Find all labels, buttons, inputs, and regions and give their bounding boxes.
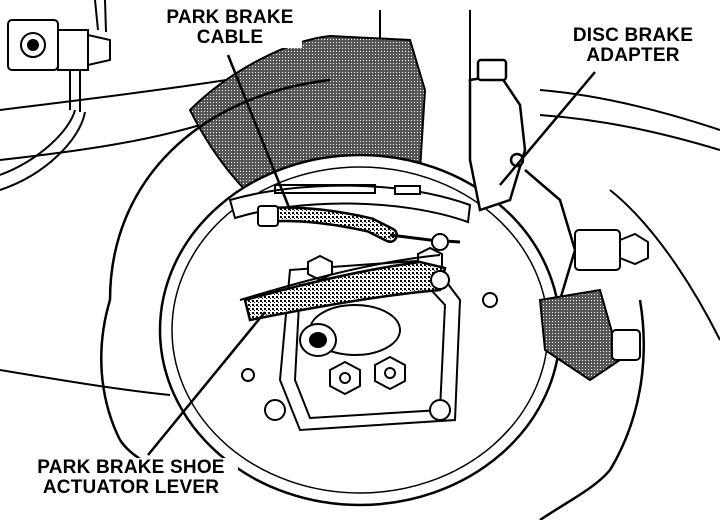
leader-lines xyxy=(147,54,596,456)
axle-stub xyxy=(299,304,401,357)
label-disc-brake-adapter-line1: DISC BRAKE xyxy=(572,25,694,46)
lower-anchor xyxy=(241,292,498,421)
rotor xyxy=(100,78,645,520)
sensor-bracket xyxy=(0,0,111,191)
label-disc-brake-adapter-line2: ADAPTER xyxy=(586,45,680,66)
label-park-brake-cable-line2: CABLE xyxy=(196,27,264,48)
label-park-brake-shoe-actuator-lever-line1: PARK BRAKE SHOE xyxy=(37,457,225,478)
label-park-brake-cable-line1: PARK BRAKE xyxy=(166,7,294,28)
disc-brake-adapter-drawing xyxy=(468,58,577,301)
actuator-lever-drawing xyxy=(239,254,450,322)
label-park-brake-cable: PARK BRAKE CABLE xyxy=(158,8,302,48)
caliper-mount xyxy=(538,229,649,382)
label-disc-brake-adapter: DISC BRAKE ADAPTER xyxy=(556,26,710,66)
label-park-brake-shoe-actuator-lever: PARK BRAKE SHOE ACTUATOR LEVER xyxy=(24,458,238,498)
label-park-brake-shoe-actuator-lever-line2: ACTUATOR LEVER xyxy=(42,477,220,498)
park-brake-cable-drawing xyxy=(257,205,461,251)
